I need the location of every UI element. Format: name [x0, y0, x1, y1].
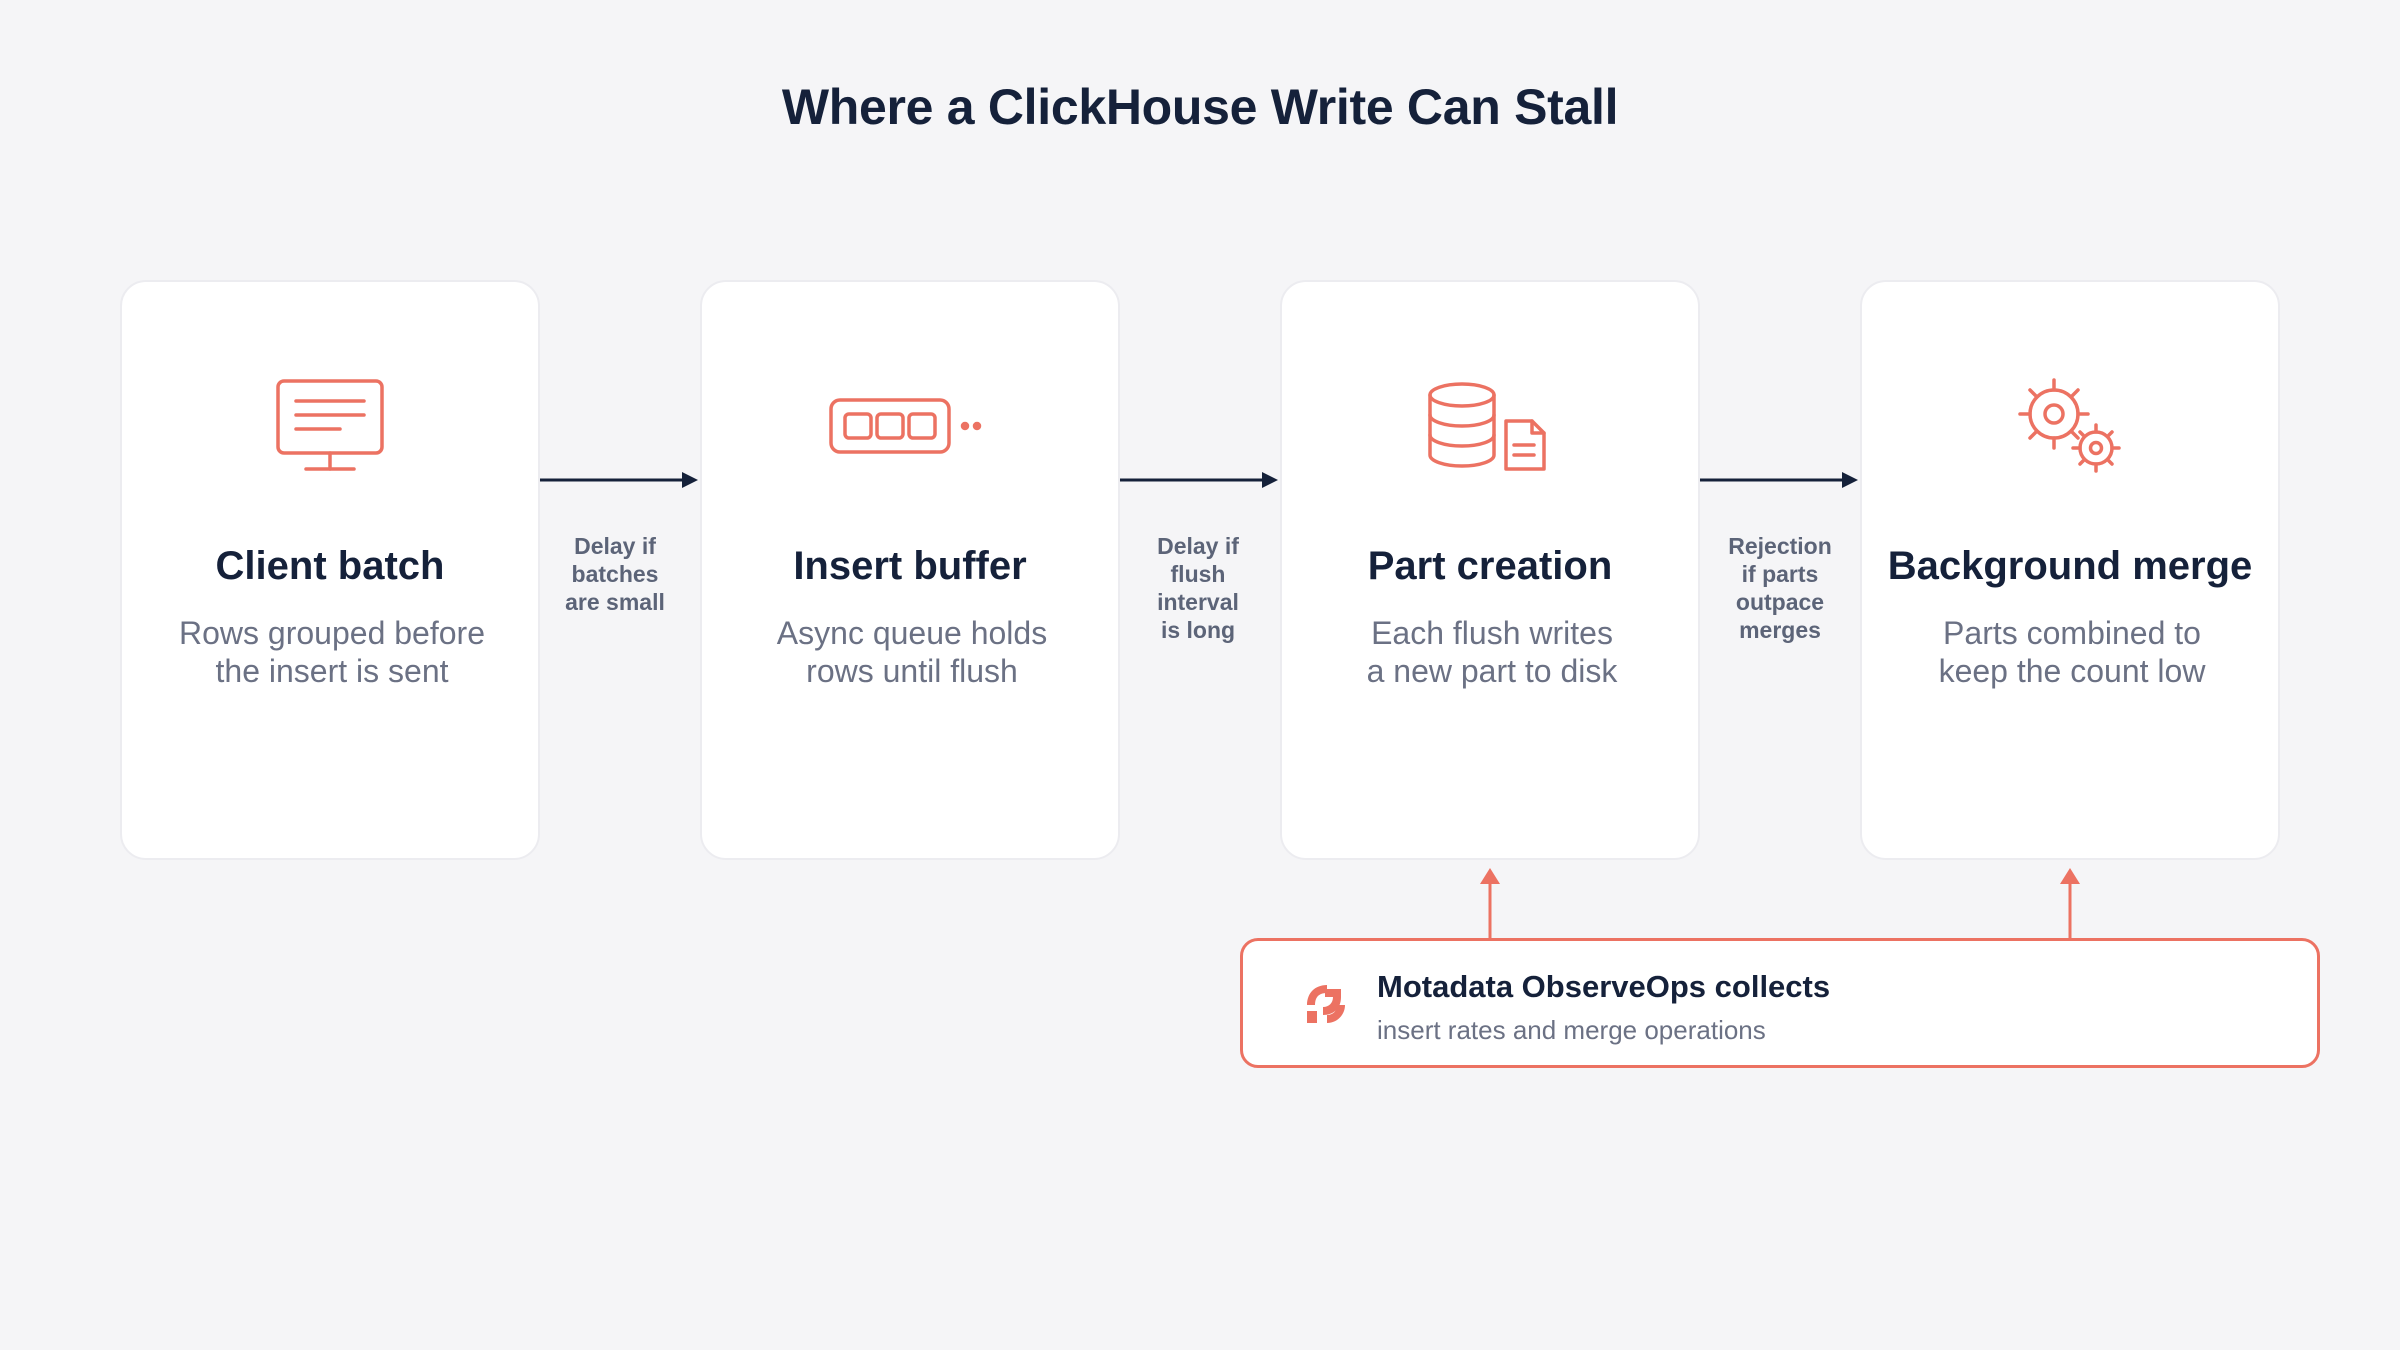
stage-title: Background merge [1887, 544, 2253, 588]
stage-card-client-batch: Client batch Rows grouped before the ins… [120, 280, 540, 860]
monitor-icon [122, 372, 538, 482]
flow-arrow [540, 472, 698, 488]
stage-description: Rows grouped before the insert is sent [179, 615, 485, 689]
flow-arrow [1700, 472, 1858, 488]
stage-description: Async queue holds rows until flush [776, 615, 1048, 689]
stage-title: Insert buffer [793, 544, 1027, 588]
stage-description: Parts combined to keep the count low [1938, 615, 2206, 689]
database-file-icon [1282, 372, 1698, 482]
monitor-arrow [2060, 868, 2080, 940]
monitor-arrow [1480, 868, 1500, 940]
observeops-title: Motadata ObserveOps collects [1377, 969, 1831, 1004]
stage-card-background-merge: Background merge Parts combined to keep … [1860, 280, 2280, 860]
flow-arrow [1120, 472, 1278, 488]
queue-buffer-icon [702, 372, 1118, 482]
stage-title: Client batch [215, 544, 445, 588]
stage-card-part-creation: Part creation Each flush writes a new pa… [1280, 280, 1700, 860]
connector-label: Delay if flush interval is long [1157, 533, 1239, 643]
page-title: Where a ClickHouse Write Can Stall [781, 79, 1619, 135]
connector-label: Delay if batches are small [565, 533, 665, 615]
observeops-subtitle: insert rates and merge operations [1377, 1015, 1766, 1045]
stage-card-insert-buffer: Insert buffer Async queue holds rows unt… [700, 280, 1120, 860]
motadata-logo-icon [1303, 981, 1349, 1027]
stage-title: Part creation [1367, 544, 1613, 588]
gears-icon [1862, 372, 2278, 482]
stage-description: Each flush writes a new part to disk [1366, 615, 1618, 689]
connector-label: Rejection if parts outpace merges [1728, 533, 1832, 643]
observeops-callout: Motadata ObserveOps collects insert rate… [1240, 938, 2320, 1068]
